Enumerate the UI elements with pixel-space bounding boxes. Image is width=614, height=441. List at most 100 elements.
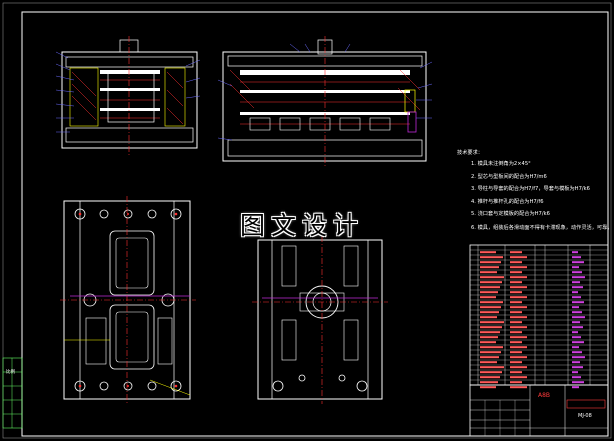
parts-list-name-mark (480, 331, 500, 334)
parts-list-material-mark (510, 386, 527, 389)
parts-list-material-mark (510, 321, 522, 324)
parts-list-name-mark (480, 296, 496, 299)
parts-list-material-mark (510, 296, 527, 299)
drawing-number: MJ-08 (578, 413, 592, 419)
parts-list-note-mark (572, 251, 578, 254)
parts-list-name-mark (480, 356, 499, 359)
title-block (469, 384, 609, 437)
parts-list-material-mark (510, 276, 527, 279)
parts-list-note-mark (572, 361, 580, 364)
parts-list-material-mark (510, 371, 522, 374)
plan-view-right (252, 236, 388, 404)
drawing-name: A8B (538, 392, 551, 399)
parts-list-name-mark (480, 371, 502, 374)
parts-list-material-mark (510, 336, 527, 339)
parts-list-name-mark (480, 341, 496, 344)
side-table-label: 比例 (6, 370, 15, 375)
parts-list-name-mark (480, 271, 497, 274)
parts-list-note-mark (572, 371, 578, 374)
parts-list-material-mark (510, 376, 527, 379)
tech-requirement-item: 3. 导柱与导套的配合为H7/f7，导套与模板为H7/k6 (471, 186, 590, 192)
parts-list-name-mark (480, 276, 504, 279)
parts-list-note-mark (572, 266, 579, 269)
parts-list-material-mark (510, 266, 527, 269)
parts-list-name-mark (480, 346, 503, 349)
tech-requirement-item: 5. 浇口套与定模板的配合为H7/k6 (471, 211, 550, 217)
parts-list-note-mark (572, 281, 580, 284)
parts-list-name-mark (480, 306, 501, 309)
parts-list-note-mark (572, 331, 578, 334)
parts-list-note-mark (572, 311, 582, 314)
parts-list-name-mark (480, 336, 498, 339)
parts-list-name-mark (480, 311, 499, 314)
parts-list-name-mark (480, 251, 496, 254)
parts-list-name-mark (480, 381, 498, 384)
parts-list-name-mark (480, 326, 502, 329)
parts-list-material-mark (510, 361, 522, 364)
parts-list-material-mark (510, 271, 522, 274)
parts-list-note-mark (572, 321, 580, 324)
tech-requirement-item: 4. 推杆与推杆孔的配合为H7/f6 (471, 199, 544, 205)
parts-list-material-mark (510, 331, 522, 334)
parts-list-note-mark (572, 271, 582, 274)
parts-list-name-mark (480, 366, 504, 369)
parts-list-note-mark (572, 356, 585, 359)
parts-list-note-mark (572, 366, 583, 369)
parts-list-note-mark (572, 276, 585, 279)
parts-list-name-mark (480, 386, 496, 389)
parts-list-note-mark (572, 316, 585, 319)
parts-list-name-mark (480, 316, 497, 319)
parts-list-name-mark (480, 321, 504, 324)
parts-list-material-mark (510, 261, 522, 264)
parts-list-note-mark (572, 261, 584, 264)
parts-list-material-mark (510, 381, 522, 384)
parts-list-note-mark (572, 291, 578, 294)
parts-list-material-mark (510, 341, 522, 344)
parts-list-note-mark (572, 286, 583, 289)
parts-list-note-mark (572, 341, 584, 344)
parts-list-note-mark (572, 336, 581, 339)
parts-list-material-mark (510, 356, 527, 359)
parts-list-name-mark (480, 351, 501, 354)
parts-list-name-mark (480, 291, 498, 294)
parts-list-name-mark (480, 281, 502, 284)
tech-requirement-item: 1. 模具未注倒角为2×45° (471, 161, 531, 167)
parts-list-note-mark (572, 306, 579, 309)
parts-list-material-mark (510, 346, 527, 349)
parts-list-material-mark (510, 326, 527, 329)
parts-list-name-mark (480, 256, 503, 259)
parts-list-note-mark (572, 301, 584, 304)
plan-view-left (60, 196, 196, 404)
parts-list-name-mark (480, 376, 500, 379)
parts-list-material-mark (510, 291, 522, 294)
section-view-left (55, 36, 201, 156)
parts-list-name-mark (480, 361, 497, 364)
parts-list-material-mark (510, 351, 522, 354)
parts-list-name-mark (480, 261, 501, 264)
parts-list-note-mark (572, 376, 581, 379)
parts-list-material-mark (510, 286, 527, 289)
parts-list-note-mark (572, 386, 579, 389)
parts-list-material-mark (510, 306, 527, 309)
parts-list-name-mark (480, 286, 500, 289)
parts-list-material-mark (510, 281, 522, 284)
tech-requirements-title: 技术要求： (457, 150, 483, 156)
section-view-right (217, 36, 433, 166)
parts-list-material-mark (510, 316, 527, 319)
parts-list-material-mark (510, 311, 522, 314)
parts-list-material-mark (510, 301, 522, 304)
parts-list-name-mark (480, 266, 499, 269)
parts-list-material-mark (510, 251, 522, 254)
parts-list-note-mark (572, 296, 581, 299)
parts-list-material-mark (510, 256, 527, 259)
tech-requirement-item: 2. 型芯与型板间的配合为H7/m6 (471, 174, 547, 180)
parts-list-note-mark (572, 326, 583, 329)
parts-list-note-mark (572, 381, 584, 384)
parts-list-note-mark (572, 256, 581, 259)
parts-list-name-mark (480, 301, 503, 304)
parts-list-note-mark (572, 346, 579, 349)
watermark-text: 图文设计 (240, 211, 365, 240)
parts-list (469, 244, 609, 389)
